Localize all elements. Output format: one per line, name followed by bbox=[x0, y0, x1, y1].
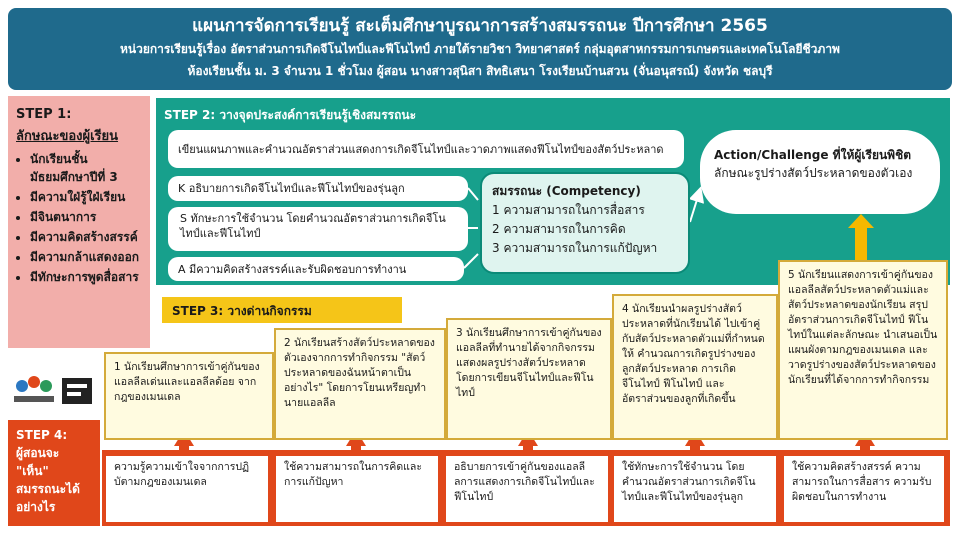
assessment-5: ใช้ความคิดสร้างสรรค์ ความสามารถในการสื่อ… bbox=[784, 456, 944, 522]
logo-icon bbox=[14, 376, 92, 404]
assessment-1: ความรู้ความเข้าใจจากการปฏิบัตามกฎของเมนเ… bbox=[106, 456, 268, 522]
learner-trait: มีทักษะการพูดสื่อสาร bbox=[30, 268, 142, 286]
action-challenge-box: Action/Challenge ที่ให้ผู้เรียนพิชิต ลัก… bbox=[700, 130, 940, 214]
competency-item: 2 ความสามารถในการคิด bbox=[492, 222, 626, 236]
learner-trait: นักเรียนชั้นมัธยมศึกษาปีที่ 3 bbox=[30, 150, 142, 186]
step4-title: STEP 4: bbox=[16, 428, 68, 442]
learner-trait: มีความคิดสร้างสรรค์ bbox=[30, 228, 142, 246]
step4-body: ผู้สอนจะ "เห็น" สมรรถนะได้อย่างไร bbox=[16, 446, 80, 514]
objective-knowledge: K อธิบายการเกิดจีโนไทป์และฟีโนไทป์ของรุ่… bbox=[168, 176, 468, 201]
assessment-2: ใช้ความสามารถในการคิดและการแก้ปัญหา bbox=[276, 456, 438, 522]
learner-trait: มีความใฝ่รู้ใฝ่เรียน bbox=[30, 188, 142, 206]
competency-item: 3 ความสามารถในการแก้ปัญหา bbox=[492, 241, 658, 255]
step3-title: STEP 3: วางด่านกิจกรรม bbox=[162, 297, 402, 323]
assessment-4: ใช้ทักษะการใช้จำนวน โดยคำนวณอัตราส่วนการ… bbox=[614, 456, 776, 522]
page-title: แผนการจัดการเรียนรู้ สะเต็มศึกษาบูรณาการ… bbox=[192, 16, 768, 36]
activity-step-3: 3 นักเรียนศึกษาการเข้าคู่กันของแอลลีลที่… bbox=[446, 318, 612, 440]
connector-line bbox=[463, 253, 479, 269]
learner-trait-list: นักเรียนชั้นมัธยมศึกษาปีที่ 3 มีความใฝ่ร… bbox=[16, 150, 142, 286]
activity-step-5: 5 นักเรียนแสดงการเข้าคู่กันของแอลลีลสัตว… bbox=[778, 260, 948, 440]
learner-trait: มีจินตนาการ bbox=[30, 208, 142, 226]
step4-panel: STEP 4: ผู้สอนจะ "เห็น" สมรรถนะได้อย่างไ… bbox=[8, 420, 100, 526]
objective-attitude: A มีความคิดสร้างสรรค์และรับผิดชอบการทำงา… bbox=[168, 257, 464, 281]
competency-box: สมรรถนะ (Competency) 1 ความสามารถในการสื… bbox=[480, 172, 690, 274]
step1-title: STEP 1: bbox=[16, 107, 72, 122]
action-body: ลักษณะรูปร่างสัตว์ประหลาดของตัวเอง bbox=[714, 166, 913, 180]
header-banner: แผนการจัดการเรียนรู้ สะเต็มศึกษาบูรณาการ… bbox=[8, 8, 952, 90]
activity-step-1: 1 นักเรียนศึกษาการเข้าคู่กันของแอลลีลเด่… bbox=[104, 352, 274, 440]
logo-area bbox=[12, 370, 96, 410]
class-info: ห้องเรียนชั้น ม. 3 จำนวน 1 ชั่วโมง ผู้สอ… bbox=[187, 64, 773, 78]
learner-trait: มีความกล้าแสดงออก bbox=[30, 248, 142, 266]
competency-title: สมรรถนะ (Competency) bbox=[492, 184, 641, 198]
step2-title: STEP 2: วางจุดประสงค์การเรียนรู้เชิงสมรร… bbox=[164, 108, 417, 122]
step1-learner-profile: STEP 1: ลักษณะของผู้เรียน นักเรียนชั้นมั… bbox=[8, 96, 150, 348]
step1-subtitle: ลักษณะของผู้เรียน bbox=[16, 129, 119, 144]
activity-step-4: 4 นักเรียนนำผลรูปร่างสัตว์ประหลาดที่นักเ… bbox=[612, 294, 778, 440]
competency-item: 1 ความสามารถในการสื่อสาร bbox=[492, 203, 645, 217]
connector-line bbox=[467, 187, 479, 201]
connector-arrow bbox=[688, 186, 705, 223]
page-subtitle: หน่วยการเรียนรู้เรื่อง อัตราส่วนการเกิดจ… bbox=[120, 42, 840, 56]
action-title: Action/Challenge ที่ให้ผู้เรียนพิชิต bbox=[714, 148, 912, 162]
assessment-3: อธิบายการเข้าคู่กันของแอลลีลการแสดงการเก… bbox=[446, 456, 608, 522]
up-arrow-icon bbox=[848, 214, 874, 260]
activity-step-2: 2 นักเรียนสร้างสัตว์ประหลาดของตัวเองจากก… bbox=[274, 328, 446, 440]
objective-goal: เขียนแผนภาพและคำนวณอัตราส่วนแสดงการเกิดจ… bbox=[168, 130, 684, 168]
objective-skill: S ทักษะการใช้จำนวน โดยคำนวณอัตราส่วนการเ… bbox=[168, 207, 468, 251]
